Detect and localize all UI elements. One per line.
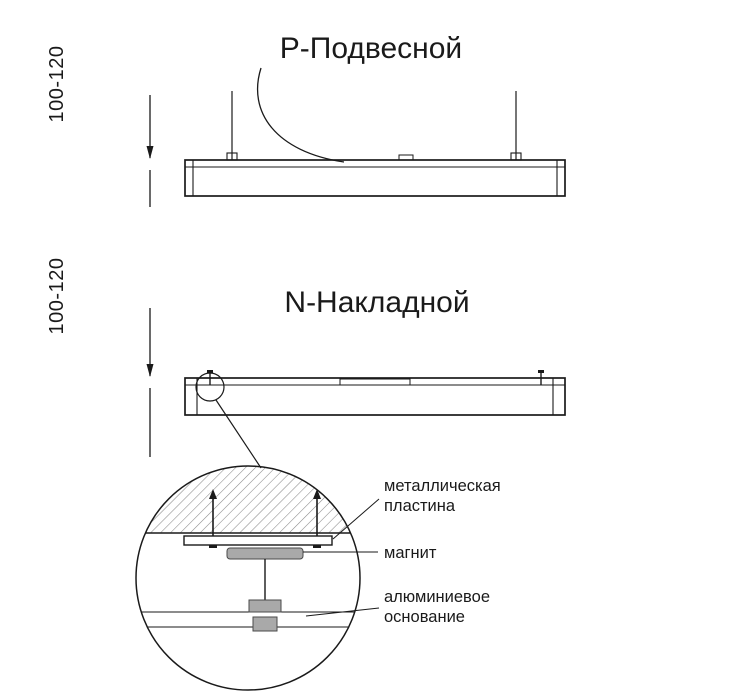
surface-title: N-Накладной — [284, 286, 469, 319]
ceiling-hatch-area — [145, 465, 351, 533]
magnet-mount-detail: металлическая пластина магнит алюминиево… — [135, 465, 501, 691]
magnet-label: магнит — [384, 544, 437, 562]
title-leader-line — [256, 67, 345, 163]
plate-label-line2: пластина — [384, 497, 456, 515]
aluminum-base-upper — [248, 599, 282, 613]
plate-label-leader — [332, 498, 380, 540]
suspended-title: Р-Подвесной — [280, 32, 462, 65]
detail-screw-right-tip — [313, 489, 321, 499]
surface-fixture-view: N-Накладной 100-120 — [46, 258, 566, 469]
surface-fixture-body — [184, 377, 566, 416]
metal-plate — [183, 535, 333, 546]
base-label-line1: алюминиевое — [384, 588, 490, 606]
detail-screw-left-tip — [209, 489, 217, 499]
suspended-fixture-body — [184, 159, 566, 197]
mount-screw-right-head — [538, 370, 544, 373]
dimension-arrow-down-2 — [146, 364, 154, 377]
dimension-arrow-down — [146, 146, 154, 159]
base-label-line2: основание — [384, 608, 465, 626]
mount-screw-left-head — [207, 370, 213, 373]
suspended-dimension-label: 100-120 — [46, 46, 68, 123]
surface-fixture-slot — [339, 378, 411, 386]
detail-callout-circle — [195, 372, 225, 402]
surface-dimension-label: 100-120 — [46, 258, 68, 335]
detail-view-circle — [135, 465, 361, 691]
detail-callout-leader — [215, 399, 262, 469]
aluminum-base-lower — [252, 616, 278, 632]
base-label-leader — [305, 607, 380, 617]
suspended-fixture-view: Р-Подвесной 100-120 — [46, 32, 566, 207]
magnet — [226, 547, 304, 560]
plate-label-line1: металлическая — [384, 477, 501, 495]
suspended-fixture-clip — [398, 154, 414, 161]
